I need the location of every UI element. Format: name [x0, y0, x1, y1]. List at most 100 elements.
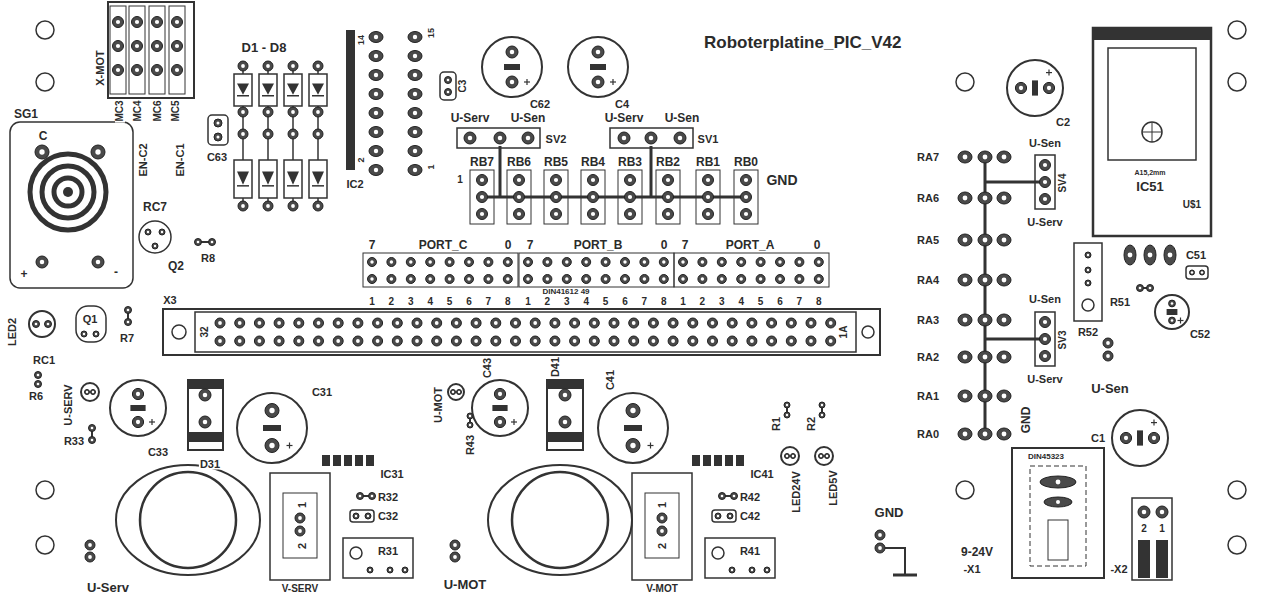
silkscreen-label: 1: [524, 297, 532, 307]
solder-pad: [451, 336, 461, 346]
trimmer-outline: [139, 221, 171, 253]
connector-outline: [1132, 498, 1172, 580]
solder-pad: [263, 201, 273, 211]
solder-pad: [741, 192, 752, 203]
screw-cross: [1152, 122, 1153, 142]
silkscreen-label: RA2: [916, 352, 940, 363]
drill-hole: [203, 420, 208, 425]
solder-pad: [402, 567, 408, 573]
drill-hole: [494, 321, 498, 325]
solder-pad: [621, 275, 630, 284]
solder-pad: [274, 318, 284, 328]
drill-hole: [649, 136, 654, 141]
drill-hole: [1148, 253, 1153, 258]
polarity-bar: [492, 405, 507, 411]
silkscreen-label: DIN41612 49: [541, 288, 590, 296]
diode-bar: [287, 185, 299, 187]
drill-hole: [498, 392, 502, 396]
solder-pad: [648, 318, 658, 328]
plus-mark: [513, 419, 514, 425]
drill-hole: [1002, 238, 1007, 243]
drill-hole: [766, 569, 768, 571]
electrolytic-capacitor: [1155, 295, 1189, 329]
drill-hole: [632, 339, 636, 343]
solder-pad: [997, 314, 1011, 326]
solder-pad: [618, 132, 630, 144]
drill-hole: [218, 321, 222, 325]
drill-hole: [211, 241, 214, 244]
solder-pad: [412, 318, 422, 328]
trimmer-screw: [1082, 299, 1094, 311]
silkscreen-label: C3: [458, 79, 468, 94]
silkscreen-label: U-Sen: [664, 112, 701, 124]
drill-hole: [356, 339, 360, 343]
silkscreen-label: GND: [1020, 406, 1032, 435]
drill-hole: [662, 260, 665, 263]
led-outline: [448, 384, 464, 400]
solder-pad: [214, 119, 222, 127]
drill-hole: [744, 212, 748, 216]
drill-hole: [371, 495, 374, 498]
solder-pad: [412, 336, 422, 346]
solder-pad: [85, 390, 90, 395]
drill-hole: [374, 168, 378, 172]
solder-pad: [214, 133, 222, 141]
solder-pad: [582, 275, 591, 284]
jack-body: [1030, 466, 1086, 566]
silkscreen-label: RB3: [617, 156, 643, 168]
solder-pad: [756, 258, 765, 267]
drill-hole: [563, 420, 568, 425]
solder-pad: [703, 209, 714, 220]
diode-body: [234, 74, 252, 106]
solder-pad: [159, 229, 165, 235]
silkscreen-label: -X1: [962, 564, 981, 575]
pin-header: [1035, 312, 1055, 366]
solder-pad: [387, 258, 396, 267]
silkscreen-label: R42: [739, 492, 761, 503]
drill-hole: [216, 121, 219, 124]
solder-pad: [368, 258, 377, 267]
drill-hole: [1056, 500, 1060, 504]
drill-hole: [458, 391, 460, 393]
solder-pad: [559, 416, 571, 428]
solder-pad: [1200, 270, 1205, 275]
capacitor: [350, 510, 374, 522]
solder-pad: [35, 145, 49, 159]
drill-hole: [604, 277, 607, 280]
solder-pad: [450, 540, 460, 550]
drill-hole: [592, 321, 596, 325]
connector-pin: [1138, 540, 1150, 578]
silkscreen-label: EN-C2: [138, 142, 149, 177]
drill-hole: [86, 391, 88, 393]
plus-mark: [1153, 420, 1154, 426]
silkscreen-label: 2: [297, 542, 308, 550]
solder-pad: [582, 258, 591, 267]
solder-pad: [997, 428, 1011, 440]
drill-hole: [258, 321, 262, 325]
solder-pad: [978, 192, 992, 204]
drill-hole: [553, 339, 557, 343]
drill-hole: [116, 20, 120, 24]
silkscreen-label: 2: [657, 542, 668, 550]
drill-hole: [1087, 282, 1089, 284]
solder-pad: [958, 234, 972, 246]
diode-symbol: [312, 171, 324, 184]
drill-hole: [660, 516, 664, 520]
drill-hole: [533, 339, 537, 343]
pin-header: [470, 170, 494, 224]
drill-hole: [415, 339, 419, 343]
drill-hole: [336, 321, 340, 325]
diode-bar: [237, 185, 249, 187]
solder-pad: [514, 175, 525, 186]
silkscreen-label: U-Serv: [86, 581, 130, 594]
solder-pad: [365, 513, 371, 519]
drill-hole: [983, 238, 988, 243]
solder-pad: [1015, 82, 1026, 93]
ic-pin: [714, 455, 722, 466]
drill-hole: [480, 212, 484, 216]
pin-header: [544, 170, 568, 224]
solder-pad: [741, 175, 752, 186]
solder-pad: [609, 336, 619, 346]
drill-hole: [554, 178, 558, 182]
